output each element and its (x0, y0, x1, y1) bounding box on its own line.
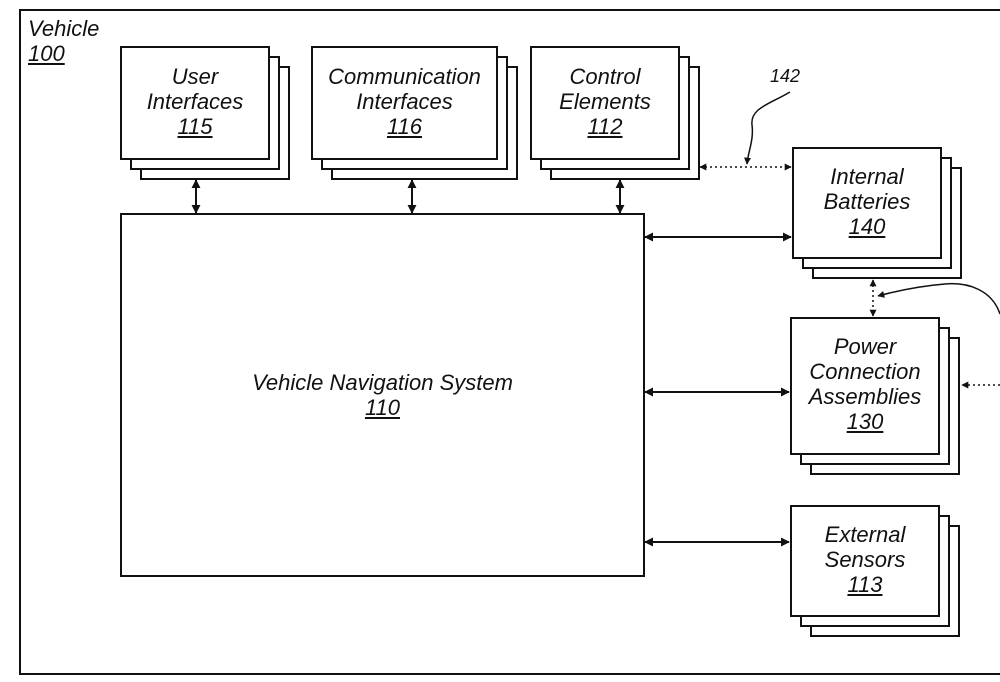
power-connection-ref: 130 (791, 409, 939, 434)
internal-batteries-ref: 140 (793, 214, 941, 239)
vehicle-title: Vehicle (28, 16, 99, 41)
control-elements-label: Control Elements 112 (531, 64, 679, 139)
control-elements-line1: Control (531, 64, 679, 89)
control-elements-ref: 112 (531, 114, 679, 139)
communication-interfaces-line1: Communication (312, 64, 497, 89)
user-interfaces-ref: 115 (121, 114, 269, 139)
external-sensors-line2: Sensors (791, 547, 939, 572)
control-elements-line2: Elements (531, 89, 679, 114)
external-sensors-line1: External (791, 522, 939, 547)
power-connection-label: Power Connection Assemblies 130 (791, 334, 939, 434)
power-connection-line1: Power (791, 334, 939, 359)
communication-interfaces-ref: 116 (312, 114, 497, 139)
user-interfaces-line1: User (121, 64, 269, 89)
callout-right-leader (878, 284, 1000, 314)
communication-interfaces-label: Communication Interfaces 116 (312, 64, 497, 139)
communication-interfaces-line2: Interfaces (312, 89, 497, 114)
vehicle-ref: 100 (28, 41, 99, 66)
callout-142-text: 142 (770, 64, 800, 89)
callout-142-leader (747, 92, 790, 164)
user-interfaces-line2: Interfaces (121, 89, 269, 114)
vehicle-label: Vehicle 100 (28, 16, 99, 66)
callout-142-label: 142 (770, 64, 800, 89)
nav-system-label: Vehicle Navigation System 110 (121, 370, 644, 420)
power-connection-line2: Connection (791, 359, 939, 384)
internal-batteries-line1: Internal (793, 164, 941, 189)
nav-system-title: Vehicle Navigation System (121, 370, 644, 395)
external-sensors-ref: 113 (791, 572, 939, 597)
internal-batteries-label: Internal Batteries 140 (793, 164, 941, 239)
nav-system-ref: 110 (121, 395, 644, 420)
user-interfaces-label: User Interfaces 115 (121, 64, 269, 139)
external-sensors-label: External Sensors 113 (791, 522, 939, 597)
power-connection-line3: Assemblies (791, 384, 939, 409)
internal-batteries-line2: Batteries (793, 189, 941, 214)
